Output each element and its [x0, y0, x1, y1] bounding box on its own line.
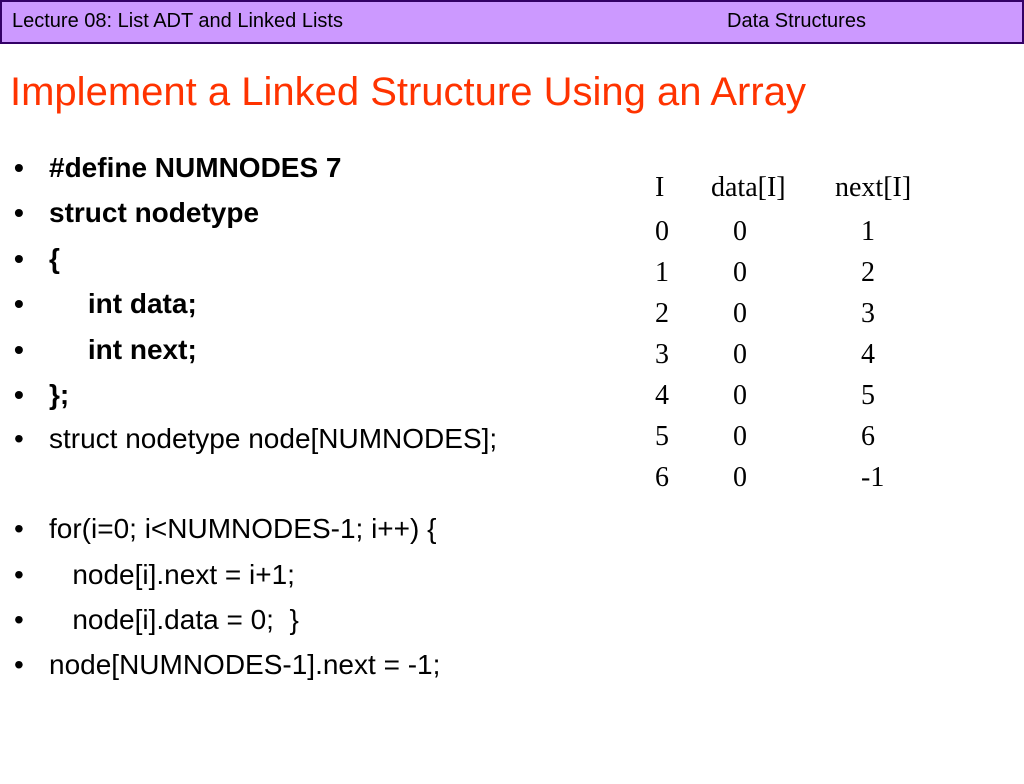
cell-index: 3	[655, 339, 669, 370]
bullet-text: struct nodetype node[NUMNODES];	[49, 423, 498, 454]
bullet-item: • struct nodetype	[14, 196, 259, 332]
cell-next: 5	[861, 380, 875, 411]
bullet-item: • node[i].data = 0; }	[14, 603, 299, 739]
bullet-icon: •	[14, 334, 24, 365]
cell-data: 0	[733, 339, 747, 370]
bullet-item: • #define NUMNODES 7	[14, 151, 342, 287]
bullet-item: • {	[14, 242, 60, 378]
cell-next: 1	[861, 216, 875, 247]
bullet-item: • node[NUMNODES-1].next = -1;	[14, 648, 440, 784]
bullet-text: int next;	[49, 334, 197, 365]
cell-next: 6	[861, 421, 875, 452]
bullet-item: • struct nodetype node[NUMNODES];	[14, 422, 497, 558]
cell-next: 2	[861, 257, 875, 288]
bullet-item: • node[i].next = i+1;	[14, 558, 295, 694]
bullet-icon: •	[14, 152, 24, 183]
cell-index: 4	[655, 380, 669, 411]
bullet-item: • int data;	[14, 287, 197, 423]
bullet-item: • for(i=0; i<NUMNODES-1; i++) {	[14, 512, 436, 648]
lecture-title: Lecture 08: List ADT and Linked Lists	[12, 10, 343, 32]
bullet-icon: •	[14, 288, 24, 319]
bullet-icon: •	[14, 604, 24, 635]
header-next: next[I]	[835, 172, 912, 203]
bullet-text: node[i].data = 0; }	[49, 604, 299, 635]
bullet-icon: •	[14, 243, 24, 274]
cell-index: 1	[655, 257, 669, 288]
bullet-item: • };	[14, 378, 69, 514]
cell-index: 0	[655, 216, 669, 247]
cell-next: 3	[861, 298, 875, 329]
bullet-text: int data;	[49, 288, 197, 319]
bullet-text: node[i].next = i+1;	[49, 559, 295, 590]
bullet-icon: •	[14, 513, 24, 544]
cell-data: 0	[733, 421, 747, 452]
cell-next: -1	[861, 462, 885, 493]
header-data: data[I]	[711, 172, 786, 203]
bullet-text: };	[49, 379, 70, 410]
cell-index: 6	[655, 462, 669, 493]
bullet-text: struct nodetype	[49, 197, 260, 228]
bullet-icon: •	[14, 423, 24, 454]
cell-data: 0	[733, 257, 747, 288]
cell-data: 0	[733, 380, 747, 411]
header-index: I	[655, 172, 665, 203]
cell-data: 0	[733, 462, 747, 493]
cell-index: 2	[655, 298, 669, 329]
bullet-text: #define NUMNODES 7	[49, 152, 342, 183]
bullet-icon: •	[14, 379, 24, 410]
cell-next: 4	[861, 339, 875, 370]
header-bar: Lecture 08: List ADT and Linked Lists Da…	[0, 0, 1024, 44]
cell-data: 0	[733, 216, 747, 247]
bullet-text: for(i=0; i<NUMNODES-1; i++) {	[49, 513, 437, 544]
bullet-text: {	[49, 243, 60, 274]
bullet-icon: •	[14, 649, 24, 680]
slide-title: Implement a Linked Structure Using an Ar…	[10, 70, 806, 114]
bullet-icon: •	[14, 559, 24, 590]
bullet-icon: •	[14, 197, 24, 228]
bullet-item: • int next;	[14, 333, 197, 469]
cell-index: 5	[655, 421, 669, 452]
bullet-text: node[NUMNODES-1].next = -1;	[49, 649, 441, 680]
cell-data: 0	[733, 298, 747, 329]
course-name: Data Structures	[727, 10, 866, 32]
